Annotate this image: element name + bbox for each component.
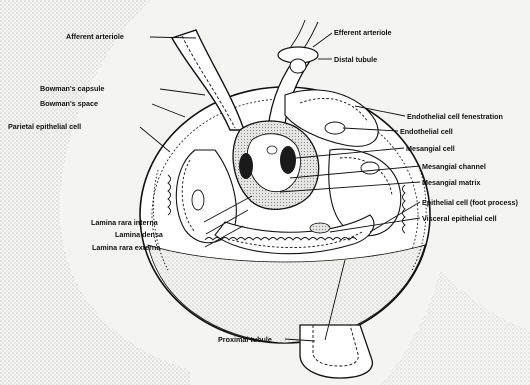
label-parietal-epithelial-cell: Parietal epithelial cell [8,122,81,131]
label-mesangial-matrix: Mesangial matrix [422,178,480,187]
mesangial-cell-nucleus-2 [280,146,296,174]
label-lamina-rara-externa: Lamina rara externa [92,243,161,252]
label-epithelial-cell-foot-process: Epithelial cell (foot process) [422,198,518,207]
label-efferent-arteriole: Efferent arteriole [334,28,392,37]
endothelial-cell-nucleus [325,122,345,134]
label-lamina-rara-interna: Lamina rara interna [91,218,159,227]
label-visceral-epithelial-cell: Visceral epithelial cell [422,214,497,223]
label-endothelial-cell: Endothelial cell [400,127,453,136]
label-distal-tubule: Distal tubule [334,55,377,64]
label-bowmans-capsule: Bowman's capsule [40,84,104,93]
label-mesangial-cell: Mesangial cell [406,144,455,153]
proximal-tubule [300,325,372,378]
mesangial-cell-nucleus [239,153,253,179]
label-bowmans-space: Bowman's space [40,99,98,108]
label-proximal-tubule: Proximal tubule [218,335,272,344]
visceral-cell-nucleus [310,223,330,233]
label-lamina-densa: Lamina densa [115,230,164,239]
label-mesangial-channel: Mesangial channel [422,162,486,171]
label-afferent-arteriole: Afferent arteriole [66,32,124,41]
label-endothelial-cell-fenestration: Endothelial cell fenestration [407,112,503,121]
